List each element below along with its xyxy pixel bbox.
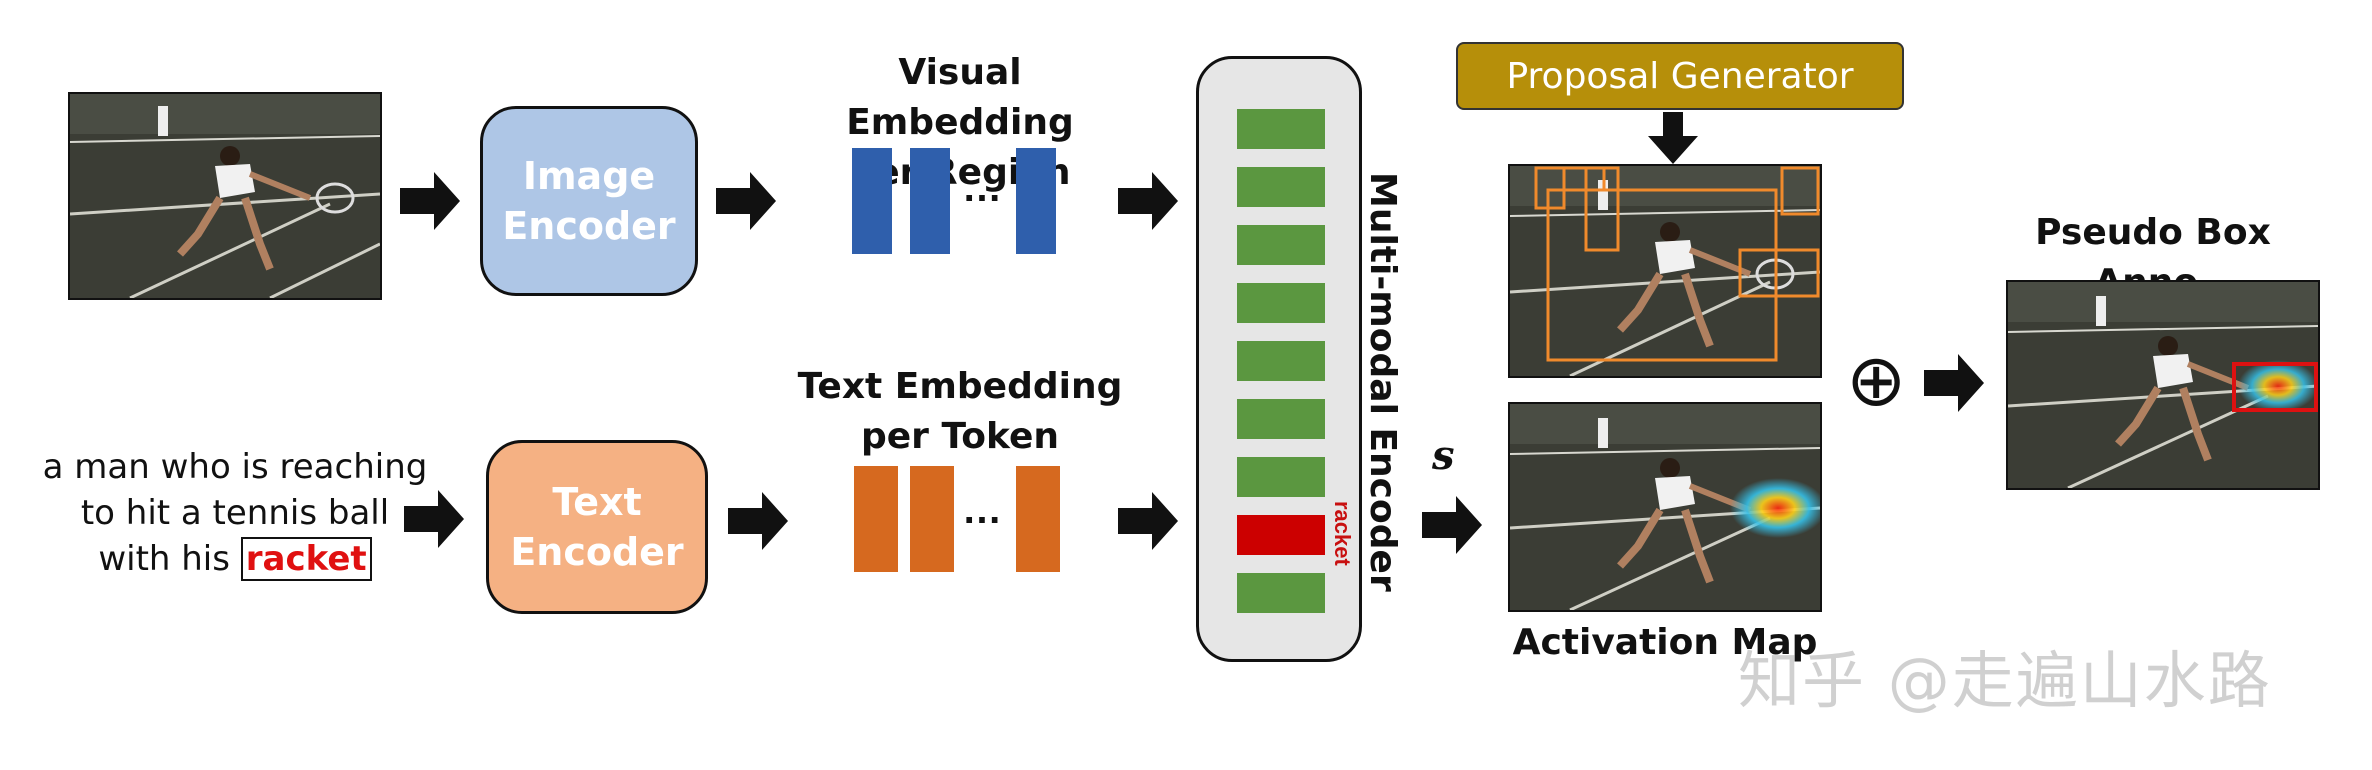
activation-map-label: Activation Map [1512, 622, 1818, 663]
arrow-visual-to-multimodal [1118, 172, 1178, 230]
proposal-generator-label: Proposal Generator [1506, 55, 1854, 97]
image-encoder-line1: Image [522, 154, 656, 198]
combine-symbol: ⊕ [1846, 341, 1907, 421]
visual-embedding-line1: Visual Embedding [846, 52, 1074, 143]
arrow-text-encoder-to-embedding [728, 492, 788, 550]
arrow-image-to-encoder [400, 172, 460, 230]
input-text-line2: to hit a tennis ball [80, 493, 390, 533]
text-embedding-bar [1016, 466, 1060, 572]
proposals-image [1508, 164, 1822, 378]
input-text: a man who is reaching to hit a tennis ba… [40, 444, 430, 582]
input-text-line3-prefix: with his [98, 539, 230, 579]
proposal-generator-box: Proposal Generator [1456, 42, 1904, 110]
text-embedding-ellipsis: … [962, 488, 1002, 532]
text-embedding-line1: Text Embedding [797, 366, 1123, 407]
input-image [68, 92, 382, 300]
multimodal-cell [1237, 341, 1325, 381]
arrow-text-to-encoder [404, 490, 464, 548]
text-embedding-bar [910, 466, 954, 572]
arrow-to-activation-map [1422, 496, 1482, 554]
highlighted-token: racket [240, 537, 372, 581]
arrow-proposal-down [1648, 112, 1698, 164]
multimodal-cell [1237, 167, 1325, 207]
multimodal-token-racket [1237, 515, 1325, 555]
arrow-text-to-multimodal [1118, 492, 1178, 550]
visual-embedding-bar [910, 148, 950, 254]
arrow-to-pseudo-box [1924, 354, 1984, 412]
watermark: 知乎 @走遍山水路 [1738, 644, 2272, 717]
proposal-box [1738, 248, 1820, 298]
multimodal-token-label: racket [1330, 501, 1355, 566]
heatmap-blob [1730, 478, 1820, 538]
multimodal-cell [1237, 399, 1325, 439]
input-text-line3: with his racket [40, 536, 430, 582]
pseudo-box-image [2006, 280, 2320, 490]
text-encoder-line1: Text [552, 480, 642, 524]
multimodal-cell [1237, 109, 1325, 149]
visual-embedding-bar [852, 148, 892, 254]
multimodal-cell [1237, 225, 1325, 265]
multimodal-cell [1237, 573, 1325, 613]
arrow-image-encoder-to-embedding [716, 172, 776, 230]
pseudo-bounding-box [2232, 362, 2318, 412]
multimodal-encoder-box: racket [1196, 56, 1362, 662]
visual-embedding-ellipsis: … [962, 166, 1002, 210]
multimodal-cell [1237, 457, 1325, 497]
image-encoder-line2: Encoder [502, 204, 676, 248]
score-symbol: s [1432, 432, 1455, 479]
visual-embedding-line2: per Region [849, 152, 1071, 193]
text-encoder-line2: Encoder [510, 530, 684, 574]
proposal-box [1546, 188, 1778, 362]
proposal-box [1562, 166, 1606, 192]
text-embedding-line2: per Token [861, 416, 1059, 457]
multimodal-encoder-label: Multi-modal Encoder [1362, 172, 1403, 592]
input-text-line1: a man who is reaching [42, 447, 428, 487]
multimodal-cell [1237, 283, 1325, 323]
visual-embedding-bar [1016, 148, 1056, 254]
text-embedding-bar [854, 466, 898, 572]
proposal-box [1780, 166, 1820, 216]
visual-embedding-title: Visual Embedding per Region [790, 48, 1130, 198]
activation-map-image [1508, 402, 1822, 612]
text-embedding-title: Text Embedding per Token [790, 362, 1130, 462]
